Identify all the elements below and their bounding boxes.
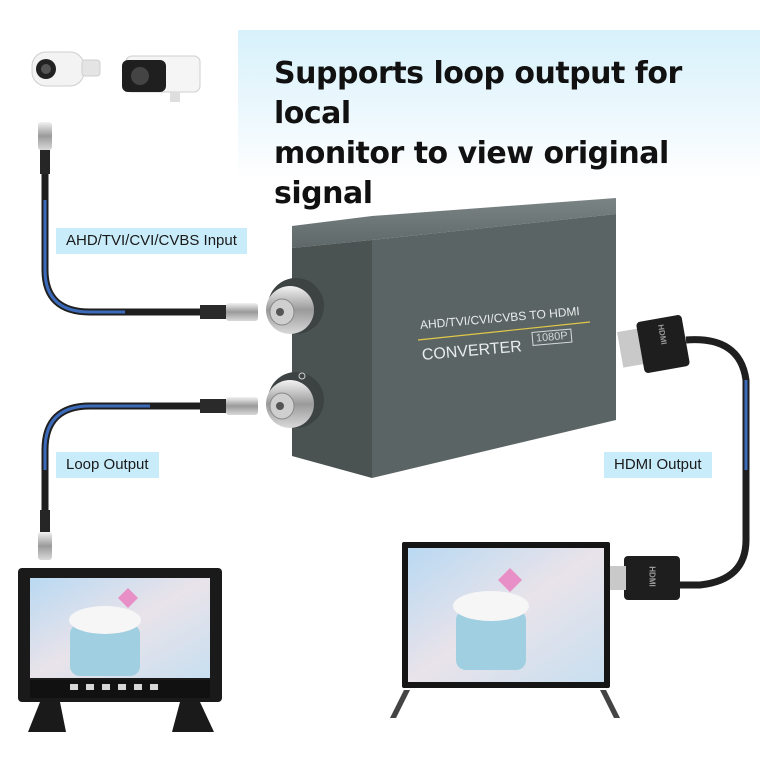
- headline-line-1: Supports loop output for local: [274, 56, 682, 131]
- loop-cable: [38, 397, 258, 560]
- loop-output-label: Loop Output: [56, 452, 159, 478]
- loop-monitor: [18, 568, 222, 732]
- hdmi-plug-mark-bottom: HDMI: [647, 566, 657, 587]
- headline-text: Supports loop output for local monitor t…: [274, 54, 744, 214]
- hdmi-cable: [600, 315, 750, 600]
- hdmi-output-label: HDMI Output: [604, 452, 712, 478]
- hdmi-tv: [390, 542, 620, 718]
- headline-banner: Supports loop output for local monitor t…: [238, 30, 760, 211]
- headline-line-2: monitor to view original signal: [274, 136, 669, 211]
- bullet-camera-icon: [122, 55, 201, 102]
- input-label: AHD/TVI/CVI/CVBS Input: [56, 228, 247, 254]
- bnc-loop-port: [266, 372, 324, 428]
- input-cable: [38, 122, 258, 321]
- dome-camera-icon: [31, 51, 101, 87]
- bnc-input-port: [266, 278, 324, 334]
